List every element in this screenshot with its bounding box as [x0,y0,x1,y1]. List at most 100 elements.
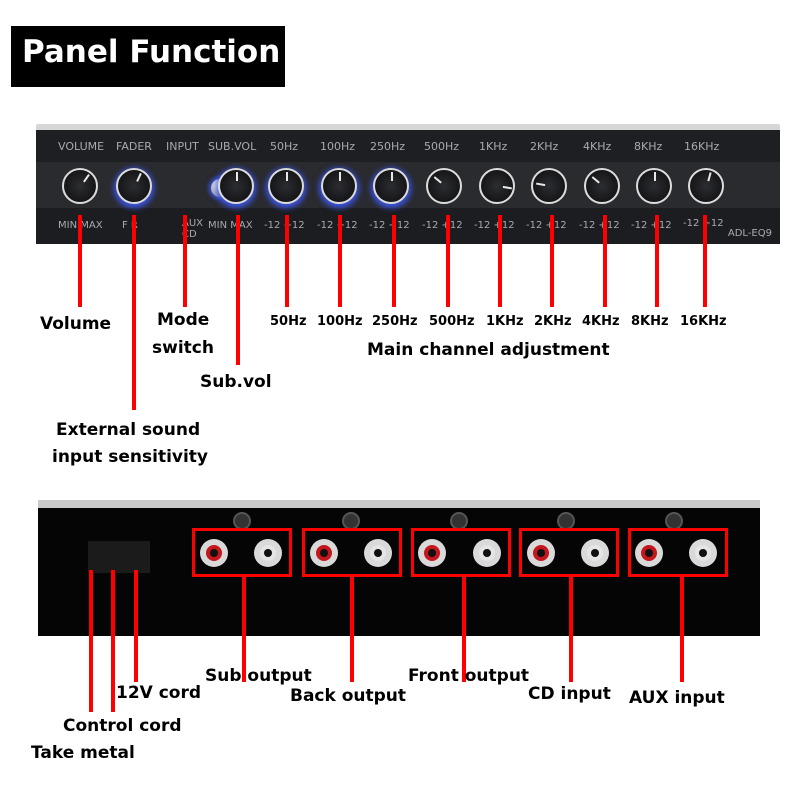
eq-range-1khz: -12 +12 [474,220,515,231]
model-number: ADL-EQ9 [727,228,772,239]
label-2khz: 2KHz [530,140,559,153]
eq-knob-16khz[interactable] [688,168,724,204]
annotation-external-2: input sensitivity [52,447,209,467]
sub-output-group [192,528,292,577]
band-4khz: 4KHz [582,314,620,329]
eq-range-8khz: -12 +12 [631,220,672,231]
annotation-12v-cord: 12V cord [116,683,202,703]
pointer-line [462,577,466,682]
band-1khz: 1KHz [486,314,524,329]
pointer-line [392,215,396,307]
annotation-cd-input: CD input [528,684,611,704]
rca-jack-red[interactable] [635,539,663,567]
label-100hz: 100Hz [320,140,356,153]
rca-jack-white[interactable] [254,539,282,567]
band-16khz: 16KHz [680,314,727,329]
label-volume: VOLUME [58,140,105,153]
label-250hz: 250Hz [370,140,406,153]
rca-jack-red[interactable] [527,539,555,567]
eq-knob-50hz[interactable] [268,168,304,204]
annotation-take-metal: Take metal [31,743,135,763]
eq-knob-1khz[interactable] [479,168,515,204]
eq-knob-250hz[interactable] [373,168,409,204]
aux-input-group [628,528,728,577]
fader-knob[interactable] [116,168,152,204]
label-subvol: SUB.VOL [208,140,257,153]
annotation-volume: Volume [40,314,112,334]
pointer-line [550,215,554,307]
pointer-line [132,215,136,410]
subvol-knob[interactable] [218,168,254,204]
pointer-line [680,577,684,682]
band-500hz: 500Hz [429,314,475,329]
input-aux-label: AUX [182,218,204,229]
annotation-external-1: External sound [56,420,201,440]
eq-range-100hz: -12 +12 [317,220,358,231]
label-fader: FADER [116,140,152,153]
label-8khz: 8KHz [634,140,663,153]
cd-input-group [519,528,619,577]
band-100hz: 100Hz [317,314,363,329]
label-16khz: 16KHz [684,140,720,153]
annotation-back-output: Back output [290,686,407,706]
band-50hz: 50Hz [270,314,307,329]
eq-knob-100hz[interactable] [321,168,357,204]
pointer-line [703,215,707,307]
pointer-line [350,577,354,682]
annotation-front-output: Front output [408,666,530,686]
pointer-line [183,215,187,307]
annotation-control-cord: Control cord [63,716,182,736]
band-8khz: 8KHz [631,314,669,329]
label-input: INPUT [166,140,199,153]
annotation-mode: Mode [157,310,210,330]
eq-range-500hz: -12 +12 [422,220,463,231]
eq-knob-2khz[interactable] [531,168,567,204]
label-500hz: 500Hz [424,140,460,153]
label-50hz: 50Hz [270,140,299,153]
power-connector[interactable] [88,541,150,573]
input-cd-label: CD [182,229,197,240]
eq-range-4khz: -12 +12 [579,220,620,231]
front-panel: VOLUME FADER INPUT SUB.VOL 50Hz 100Hz 25… [36,130,780,244]
pointer-line [78,215,82,307]
label-1khz: 1KHz [479,140,508,153]
rca-jack-red[interactable] [200,539,228,567]
rca-jack-white[interactable] [364,539,392,567]
back-output-group [302,528,402,577]
fader-range: F R [122,220,138,231]
pointer-line [89,570,93,712]
pointer-line [236,215,240,365]
pointer-line [111,570,115,712]
pointer-line [242,577,246,682]
eq-range-250hz: -12 +12 [369,220,410,231]
rca-jack-red[interactable] [310,539,338,567]
annotation-switch: switch [152,338,214,358]
pointer-line [285,215,289,307]
pointer-line [655,215,659,307]
eq-range-2khz: -12 +12 [526,220,567,231]
eq-knob-8khz[interactable] [636,168,672,204]
label-4khz: 4KHz [583,140,612,153]
pointer-line [603,215,607,307]
pointer-line [569,577,573,682]
annotation-sub-output: Sub output [205,666,312,686]
eq-range-50hz: -12 +12 [264,220,305,231]
front-output-group [411,528,511,577]
rca-jack-white[interactable] [581,539,609,567]
eq-knob-500hz[interactable] [426,168,462,204]
rca-jack-red[interactable] [418,539,446,567]
title-banner [11,26,285,87]
pointer-line [446,215,450,307]
rca-jack-white[interactable] [689,539,717,567]
pointer-line [498,215,502,307]
annotation-main-channel: Main channel adjustment [367,340,610,360]
annotation-aux-input: AUX input [629,688,725,708]
pointer-line [134,570,138,682]
annotation-subvol: Sub.vol [200,372,272,392]
pointer-line [338,215,342,307]
band-2khz: 2KHz [534,314,572,329]
subvol-range: MIN MAX [208,220,253,231]
volume-knob[interactable] [62,168,98,204]
rca-jack-white[interactable] [473,539,501,567]
eq-knob-4khz[interactable] [584,168,620,204]
